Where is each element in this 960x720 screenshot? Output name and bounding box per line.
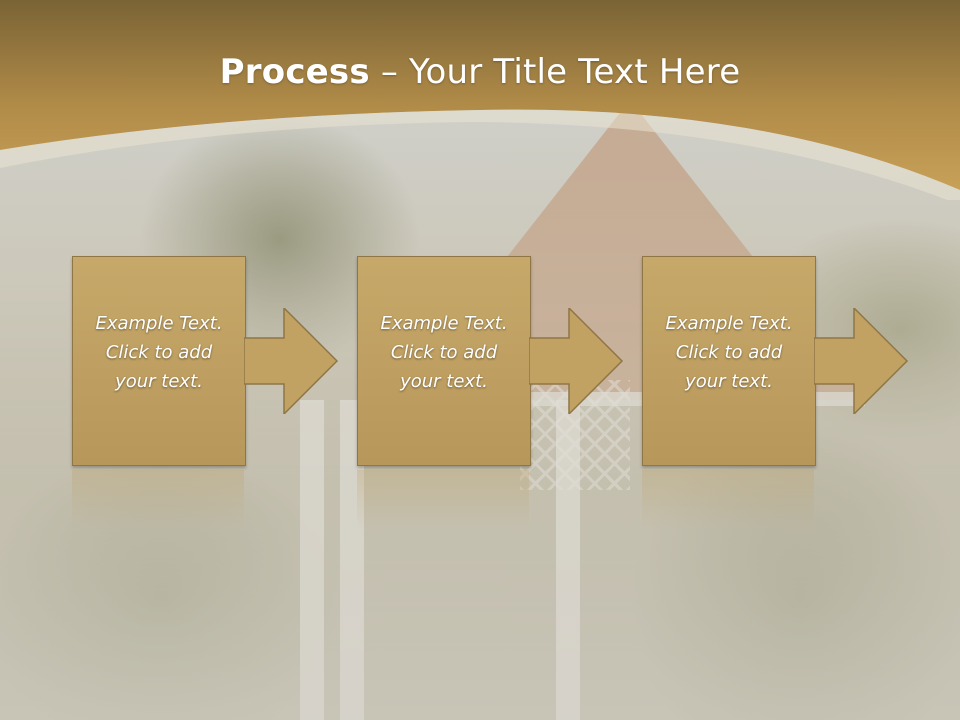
arrow-right-icon <box>244 308 339 414</box>
process-step-3[interactable]: Example Text. Click to add your text. <box>642 256 816 466</box>
step-line-2: Click to add <box>105 342 213 363</box>
title-strong: Process <box>219 52 370 92</box>
step-line-3: your text. <box>115 371 203 392</box>
step-reflection <box>357 470 529 530</box>
title-dash: – <box>380 52 399 92</box>
step-box[interactable]: Example Text. Click to add your text. <box>642 256 816 466</box>
step-reflection <box>642 470 814 530</box>
step-line-3: your text. <box>400 371 488 392</box>
step-line-1: Example Text. <box>665 313 793 334</box>
title-rest: Your Title Text Here <box>409 52 741 92</box>
arrow-right-icon <box>529 308 624 414</box>
step-reflection <box>72 470 244 530</box>
step-line-1: Example Text. <box>380 313 508 334</box>
step-box[interactable]: Example Text. Click to add your text. <box>72 256 246 466</box>
step-line-2: Click to add <box>390 342 498 363</box>
process-step-1[interactable]: Example Text. Click to add your text. <box>72 256 246 466</box>
step-text[interactable]: Example Text. Click to add your text. <box>366 309 522 396</box>
step-box[interactable]: Example Text. Click to add your text. <box>357 256 531 466</box>
step-line-3: your text. <box>685 371 773 392</box>
step-line-1: Example Text. <box>95 313 223 334</box>
step-text[interactable]: Example Text. Click to add your text. <box>81 309 237 396</box>
slide-title[interactable]: Process – Your Title Text Here <box>0 52 960 92</box>
process-step-2[interactable]: Example Text. Click to add your text. <box>357 256 531 466</box>
step-text[interactable]: Example Text. Click to add your text. <box>651 309 807 396</box>
step-line-2: Click to add <box>675 342 783 363</box>
arrow-right-icon <box>814 308 909 414</box>
